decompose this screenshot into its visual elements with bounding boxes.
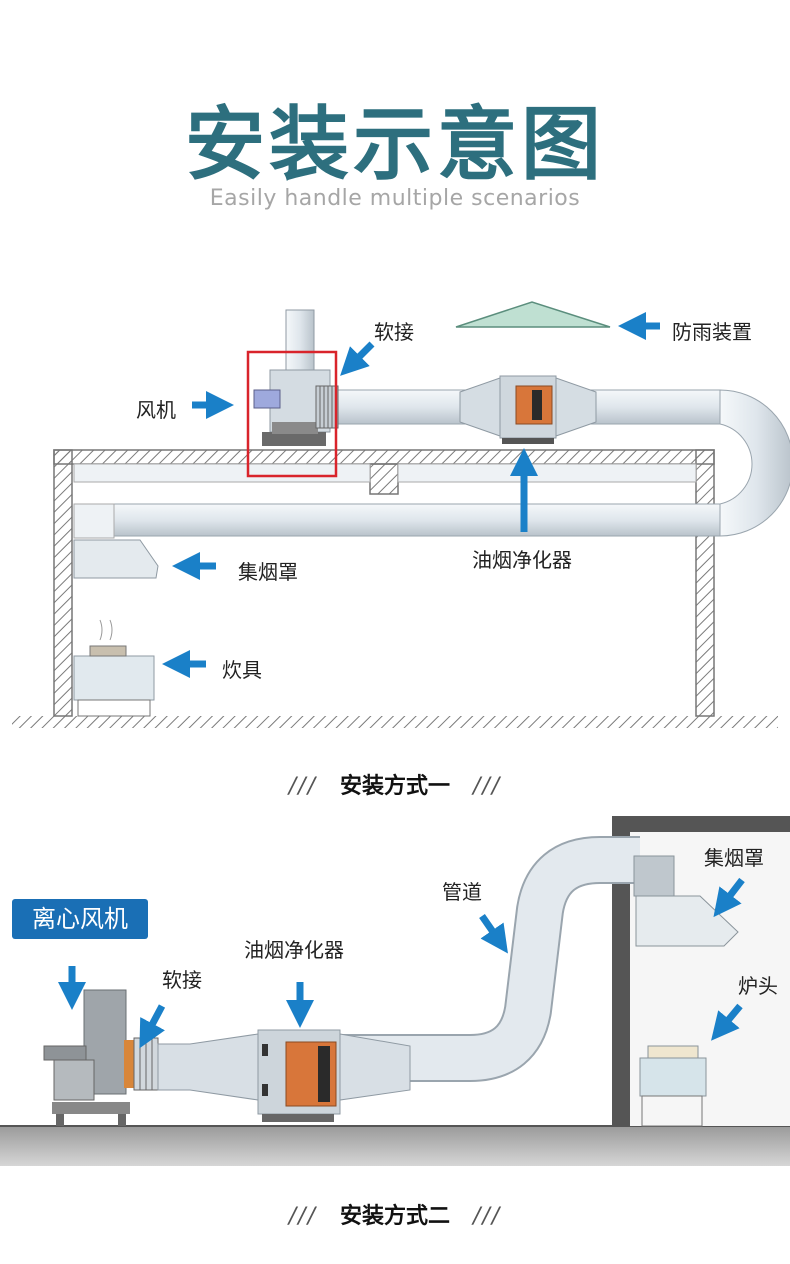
duct-2: [330, 836, 640, 1082]
page-title: 安装示意图: [185, 98, 605, 191]
hood-2: [635, 895, 739, 947]
label-burner: 炉头: [738, 974, 778, 998]
right-wall: [695, 449, 715, 717]
page-subtitle: Easily handle multiple scenarios: [209, 186, 581, 211]
duct-bend: [719, 389, 790, 537]
arrow-hood-2: [713, 877, 745, 918]
label-soft-joint-1: 软接: [374, 320, 414, 344]
label-hood-1: 集烟罩: [238, 560, 298, 584]
fan-highlight-box: [246, 350, 338, 478]
label-stove-1: 炊具: [222, 658, 262, 682]
hood-1: [73, 539, 159, 579]
arrow-soft-joint-2: [139, 1004, 166, 1049]
caption-slashes-right-2: ///: [472, 1204, 502, 1229]
label-duct: 管道: [442, 880, 482, 904]
rain-cover: [455, 301, 611, 328]
caption-method-2: /// 安装方式二 ///: [0, 1198, 790, 1230]
label-fan: 风机: [136, 398, 176, 422]
hood-2-box: [633, 855, 675, 897]
floor-2: [0, 1126, 790, 1166]
building-wall: [612, 816, 630, 1126]
caption-method-1: /// 安装方式一 ///: [0, 768, 790, 800]
bellows-1: [315, 385, 339, 429]
indoor-duct: [79, 503, 721, 537]
caption-slashes-left: ///: [288, 774, 317, 799]
caption-slashes-left-2: ///: [288, 1204, 317, 1229]
label-soft-joint-2: 软接: [162, 968, 202, 992]
building-roof: [612, 816, 790, 832]
ground-hatch: [12, 716, 778, 728]
label-rain-cover: 防雨装置: [672, 320, 752, 344]
roof: [53, 449, 715, 465]
diagram-1: [12, 301, 790, 728]
arrow-soft-joint: [340, 341, 375, 376]
caption-text-2: 安装方式二: [339, 1204, 450, 1229]
stove-1: [73, 619, 155, 717]
label-hood-2: 集烟罩: [704, 846, 764, 870]
caption-text-1: 安装方式一: [339, 774, 450, 799]
label-centrifugal-fan: 离心风机: [12, 899, 148, 939]
centrifugal-fan: [43, 989, 134, 1126]
arrow-burner: [711, 1003, 743, 1041]
caption-slashes-right: ///: [472, 774, 502, 799]
diagram-2: [0, 816, 790, 1166]
bellows-2: [133, 1037, 159, 1091]
arrow-duct: [479, 914, 508, 954]
roof-notch: [369, 463, 399, 495]
label-purifier-2: 油烟净化器: [244, 938, 344, 962]
left-wall: [53, 449, 73, 717]
stove-2: [639, 1045, 707, 1127]
label-purifier-1: 油烟净化器: [472, 548, 572, 572]
